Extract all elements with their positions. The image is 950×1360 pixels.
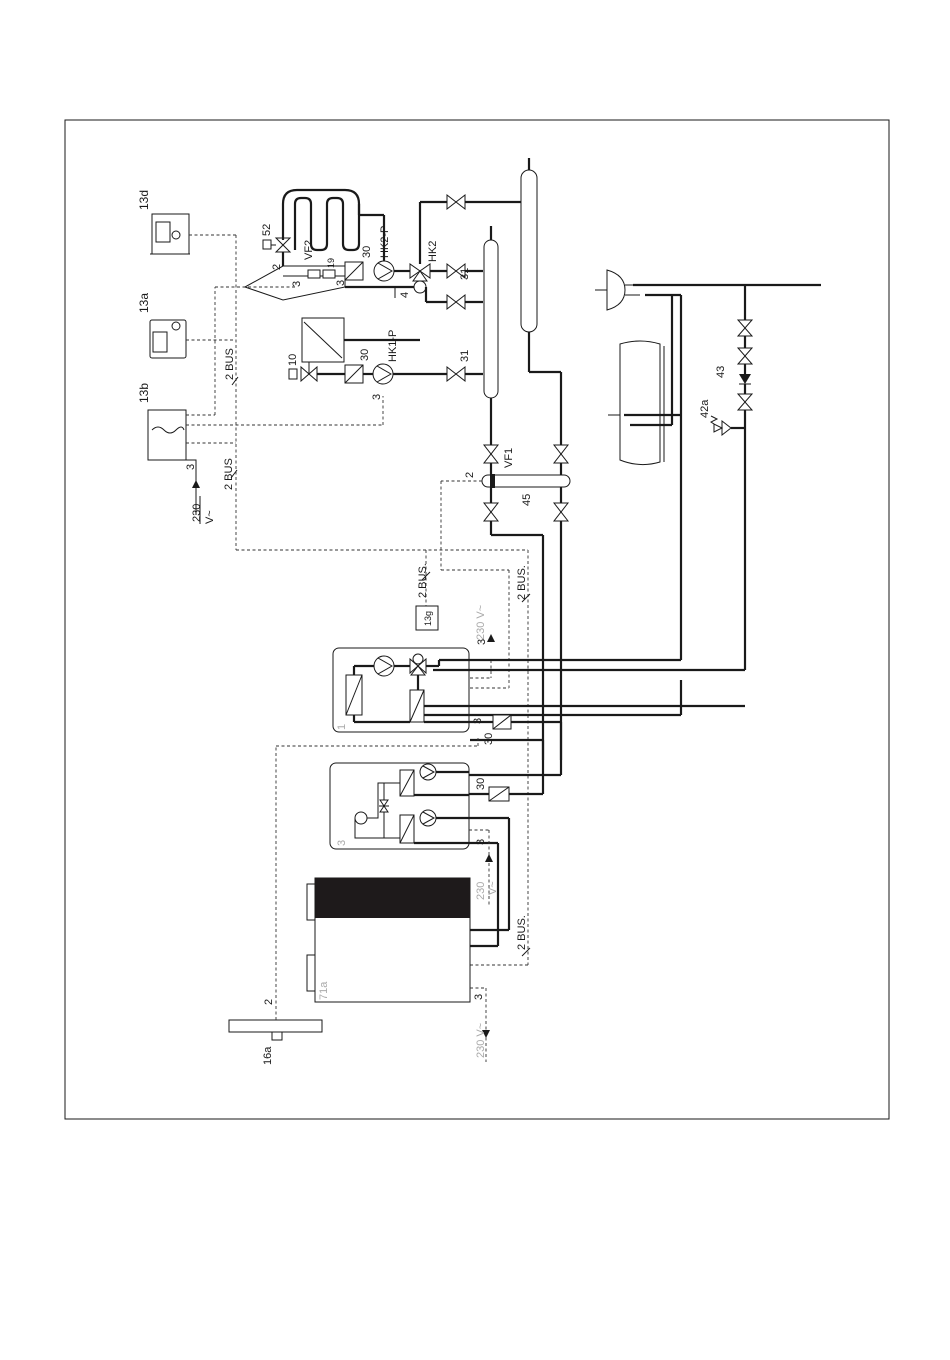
svg-text:30: 30 <box>483 733 495 745</box>
bus-label-top: 2 BUS <box>224 348 236 380</box>
label-13d: 13d <box>137 190 151 210</box>
svg-text:3: 3 <box>472 718 484 724</box>
svg-text:42a: 42a <box>699 399 711 418</box>
controller-13b: 13b <box>137 383 186 460</box>
svg-text:10: 10 <box>287 354 299 366</box>
mixing-valve-hk2: HK2 <box>410 241 439 293</box>
svg-text:3: 3 <box>336 840 348 846</box>
svg-text:3: 3 <box>371 394 383 400</box>
svg-text:V~: V~ <box>204 510 216 524</box>
outdoor-unit-71a: 71a <box>307 878 470 1002</box>
label-hk1p: HK1-P <box>387 330 399 362</box>
svg-text:71a: 71a <box>318 981 330 1000</box>
floor-heating-coil <box>283 190 359 250</box>
svg-text:3: 3 <box>473 994 485 1000</box>
svg-text:230 V~: 230 V~ <box>475 605 487 640</box>
svg-text:V~: V~ <box>487 881 499 895</box>
controller-13a: 13a <box>137 293 186 358</box>
bathtub <box>608 341 664 465</box>
svg-text:30: 30 <box>359 349 371 361</box>
svg-text:45: 45 <box>521 494 533 506</box>
svg-text:43: 43 <box>715 366 727 378</box>
svg-text:230 V~: 230 V~ <box>475 1023 487 1058</box>
svg-text:13g: 13g <box>423 611 433 626</box>
svg-text:52: 52 <box>261 224 273 236</box>
controller-13d: 13d <box>137 190 190 254</box>
svg-text:HK2: HK2 <box>427 241 439 262</box>
bus-label-13b: 2 BUS <box>223 458 235 490</box>
valve-52: 52 <box>261 224 290 252</box>
hydraulic-separator-45: 2 VF1 45 <box>464 448 570 506</box>
label-13a: 13a <box>137 293 151 313</box>
svg-text:3: 3 <box>291 281 303 287</box>
svg-text:1: 1 <box>336 724 348 730</box>
svg-text:31: 31 <box>459 350 471 362</box>
svg-text:2: 2 <box>263 999 275 1005</box>
svg-text:230: 230 <box>475 882 487 900</box>
svg-text:30: 30 <box>475 778 487 790</box>
svg-text:2 BUS.: 2 BUS. <box>417 563 429 598</box>
label-vf2: VF2 <box>303 240 315 260</box>
svg-text:3: 3 <box>185 464 197 470</box>
header-hk2 <box>521 158 561 445</box>
bus-label-ahu: 2 BUS. <box>516 565 528 600</box>
svg-text:3: 3 <box>475 839 487 845</box>
label-13b: 13b <box>137 383 151 403</box>
header-hk1 <box>484 226 498 445</box>
svg-text:30: 30 <box>361 246 373 258</box>
heat-pump-module-3: 3 <box>330 763 469 849</box>
svg-text:2: 2 <box>464 472 476 478</box>
svg-text:16a: 16a <box>262 1046 274 1065</box>
outdoor-sensor-16a: 16a 2 <box>229 999 322 1065</box>
svg-text:4: 4 <box>399 292 411 298</box>
label-vf1: VF1 <box>503 448 515 468</box>
svg-text:230: 230 <box>191 504 203 522</box>
sink <box>595 270 640 310</box>
svg-text:31: 31 <box>459 268 471 280</box>
bus-label-unit: 2 BUS. <box>516 915 528 950</box>
svg-text:19: 19 <box>326 258 336 268</box>
svg-text:3: 3 <box>476 639 488 645</box>
svg-text:3: 3 <box>335 280 347 286</box>
